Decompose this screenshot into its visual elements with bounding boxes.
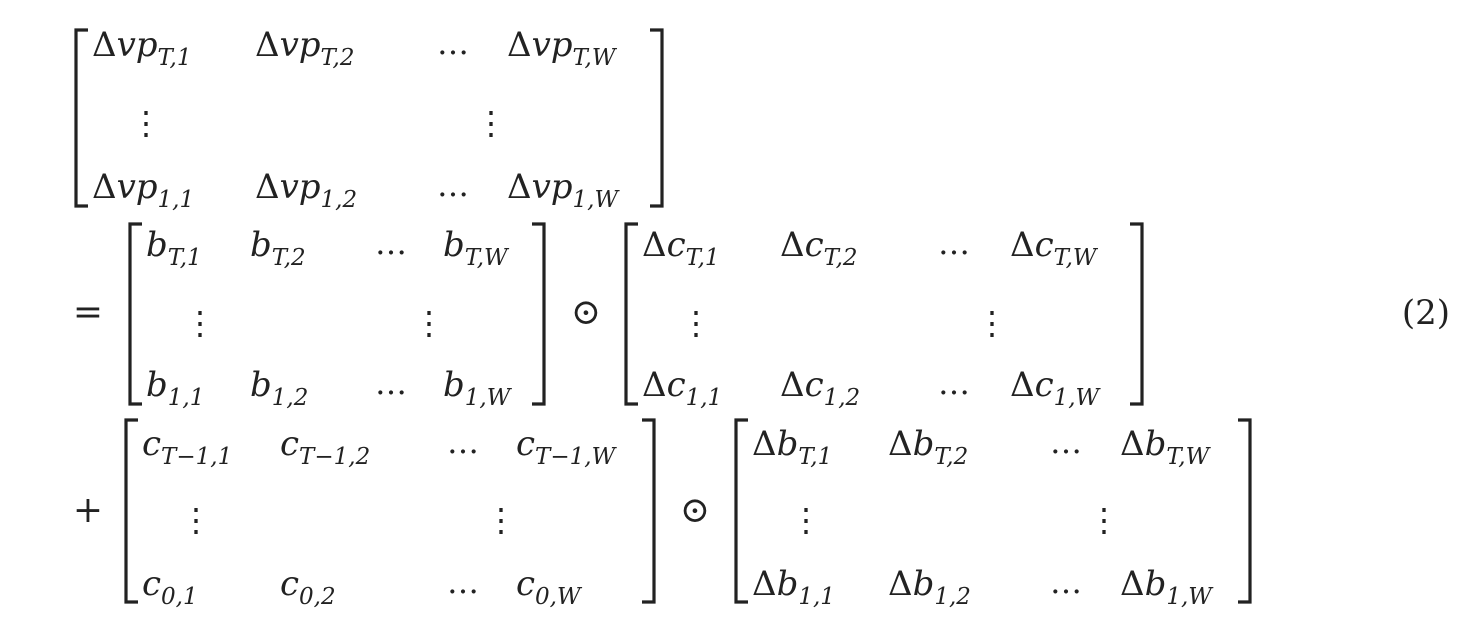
vdots: ⋮: [130, 104, 162, 142]
matrix-entry: c0,1: [142, 564, 198, 610]
matrix-entry: b1,W: [443, 365, 513, 411]
vdots: ⋮: [475, 104, 507, 142]
hdots: …: [375, 364, 407, 402]
equals-sign: =: [73, 292, 103, 333]
hadamard-operator-1: ⊙: [571, 292, 601, 333]
vdots: ⋮: [413, 304, 445, 342]
matrix-entry: ΔbT,2: [888, 424, 968, 470]
right-bracket: [650, 28, 664, 208]
hdots: …: [447, 563, 479, 601]
matrix-entry: ΔvpT,2: [255, 25, 354, 71]
right-bracket: [642, 418, 656, 604]
matrix-entry: ΔbT,W: [1120, 424, 1212, 470]
matrix-entry: ΔcT,2: [780, 225, 858, 271]
matrix-entry: ΔcT,W: [1010, 225, 1099, 271]
matrix-entry: Δc1,W: [1010, 365, 1102, 411]
left-bracket: [624, 222, 638, 406]
matrix-entry: c0,2: [280, 564, 336, 610]
matrix-entry: bT,2: [250, 225, 306, 271]
hdots: …: [437, 24, 469, 62]
matrix-entry: cT−1,W: [516, 424, 618, 470]
matrix-entry: cT−1,1: [142, 424, 232, 470]
matrix-entry: b1,2: [250, 365, 308, 411]
vdots: ⋮: [180, 501, 212, 539]
matrix-entry: Δb1,W: [1120, 564, 1214, 610]
hdots: …: [437, 166, 469, 204]
matrix-entry: Δvp1,W: [507, 167, 620, 213]
equation-number: (2): [1402, 293, 1450, 333]
matrix-entry: ΔvpT,1: [92, 25, 191, 71]
matrix-entry: c0,W: [516, 564, 583, 610]
hdots: …: [938, 224, 970, 262]
hdots: …: [938, 364, 970, 402]
matrix-entry: Δvp1,2: [255, 167, 357, 213]
vdots: ⋮: [790, 501, 822, 539]
matrix-entry: Δc1,1: [642, 365, 722, 411]
matrix-entry: bT,1: [146, 225, 202, 271]
hdots: …: [1050, 423, 1082, 461]
matrix-entry: Δb1,2: [888, 564, 971, 610]
matrix-c: cT−1,1 cT−1,2 … cT−1,W ⋮ ⋮ c0,1 c0,2 … c0,W: [124, 418, 656, 610]
matrix-entry: Δvp1,1: [92, 167, 194, 213]
matrix-entry: ΔcT,1: [642, 225, 720, 271]
left-bracket: [128, 222, 142, 406]
vdots: ⋮: [976, 304, 1008, 342]
matrix-entry: ΔvpT,W: [507, 25, 618, 71]
right-bracket: [1238, 418, 1252, 604]
hadamard-operator-2: ⊙: [680, 490, 710, 531]
left-bracket: [74, 28, 88, 208]
matrix-b: bT,1 bT,2 … bT,W ⋮ ⋮ b1,1 b1,2 … b1,W: [128, 222, 546, 411]
left-bracket: [734, 418, 748, 604]
matrix-entry: ΔbT,1: [752, 424, 832, 470]
hdots: …: [375, 224, 407, 262]
matrix-entry: b1,1: [146, 365, 204, 411]
vdots: ⋮: [1088, 501, 1120, 539]
plus-sign: +: [73, 490, 103, 531]
hdots: …: [1050, 563, 1082, 601]
vdots: ⋮: [485, 501, 517, 539]
right-bracket: [532, 222, 546, 406]
matrix-entry: Δc1,2: [780, 365, 860, 411]
matrix-entry: cT−1,2: [280, 424, 370, 470]
matrix-entry: Δb1,1: [752, 564, 835, 610]
matrix-entry: bT,W: [443, 225, 510, 271]
hdots: …: [447, 423, 479, 461]
right-bracket: [1130, 222, 1144, 406]
left-bracket: [124, 418, 138, 604]
vdots: ⋮: [680, 304, 712, 342]
vdots: ⋮: [184, 304, 216, 342]
